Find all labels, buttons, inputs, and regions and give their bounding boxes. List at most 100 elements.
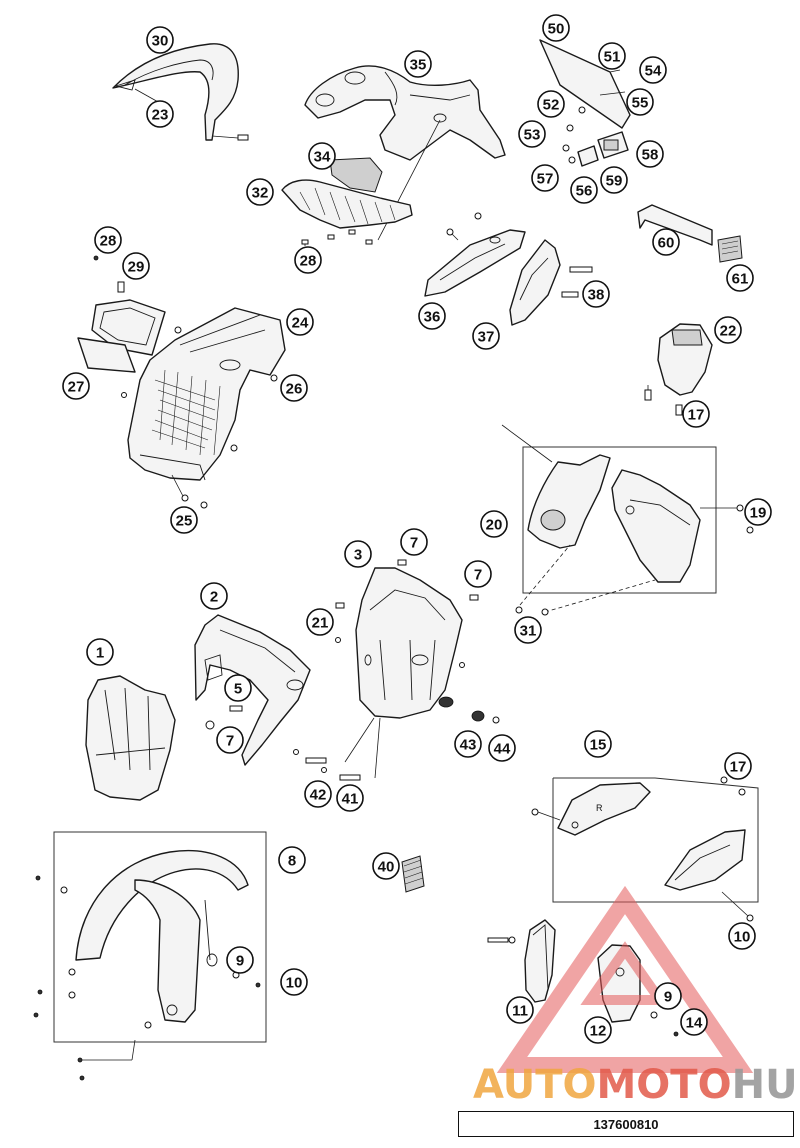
callout-number: 53 xyxy=(524,127,541,144)
callout-10: 10 xyxy=(728,922,756,950)
callout-number: 38 xyxy=(588,287,605,304)
callout-number: 34 xyxy=(314,149,331,166)
callout-number: 28 xyxy=(300,253,317,270)
callout-number: 17 xyxy=(730,759,747,776)
part-15-side-panel: R xyxy=(531,782,651,836)
part-24-housing xyxy=(121,307,286,509)
callout-9: 9 xyxy=(226,946,254,974)
callout-number: 5 xyxy=(234,681,242,698)
callout-number: 43 xyxy=(460,737,477,754)
callout-number: 23 xyxy=(152,107,169,124)
callout-51: 51 xyxy=(598,42,626,70)
callout-number: 54 xyxy=(645,63,662,80)
callout-26: 26 xyxy=(280,374,308,402)
callout-14: 14 xyxy=(680,1008,708,1036)
box-15 xyxy=(552,777,759,903)
callout-number: 40 xyxy=(378,859,395,876)
callout-32: 32 xyxy=(246,178,274,206)
callout-28: 28 xyxy=(94,226,122,254)
callout-25: 25 xyxy=(170,506,198,534)
panel-logo-glyph: R xyxy=(596,803,603,813)
callout-50: 50 xyxy=(542,14,570,42)
callout-17: 17 xyxy=(682,400,710,428)
callout-3: 3 xyxy=(344,540,372,568)
callout-number: 10 xyxy=(286,975,303,992)
box-20 xyxy=(522,446,717,594)
callout-number: 29 xyxy=(128,259,145,276)
part-1-windscreen xyxy=(85,675,176,801)
callout-57: 57 xyxy=(531,164,559,192)
callout-number: 52 xyxy=(543,97,560,114)
callout-number: 17 xyxy=(688,407,705,424)
callout-number: 27 xyxy=(68,379,85,396)
callout-55: 55 xyxy=(626,88,654,116)
part-20-frame-cover-left xyxy=(501,424,611,549)
callout-number: 50 xyxy=(548,21,565,38)
part-15-side-panel-lower xyxy=(664,776,754,922)
callout-number: 7 xyxy=(226,733,234,750)
callout-number: 32 xyxy=(252,185,269,202)
part-3-headlight-bracket xyxy=(293,559,500,781)
callout-7: 7 xyxy=(464,560,492,588)
callout-35: 35 xyxy=(404,50,432,78)
callout-28: 28 xyxy=(294,246,322,274)
leader-31b xyxy=(544,579,656,613)
callout-number: 22 xyxy=(720,323,737,340)
callout-number: 2 xyxy=(210,589,218,606)
callout-1: 1 xyxy=(86,638,114,666)
callout-44: 44 xyxy=(488,734,516,762)
callout-number: 11 xyxy=(512,1003,528,1020)
callout-21: 21 xyxy=(306,608,334,636)
callout-number: 10 xyxy=(734,929,751,946)
callout-number: 42 xyxy=(310,787,327,804)
svg-text:AUTOMOTOHUB: AUTOMOTOHUB xyxy=(473,1062,800,1108)
callout-22: 22 xyxy=(714,316,742,344)
callout-number: 7 xyxy=(410,535,418,552)
callout-number: 57 xyxy=(537,171,554,188)
callout-30: 30 xyxy=(146,26,174,54)
callout-60: 60 xyxy=(652,228,680,256)
callout-number: 36 xyxy=(424,309,441,326)
callout-17: 17 xyxy=(724,752,752,780)
callout-number: 9 xyxy=(236,953,244,970)
box-8 xyxy=(53,831,267,1043)
callout-number: 30 xyxy=(152,33,169,50)
callout-27: 27 xyxy=(62,372,90,400)
callout-10: 10 xyxy=(280,968,308,996)
callout-15: 15 xyxy=(584,730,612,758)
callout-42: 42 xyxy=(304,780,332,808)
callout-52: 52 xyxy=(537,90,565,118)
automotohub-watermark-logo: AUTOMOTOHUB xyxy=(473,885,800,1108)
callout-59: 59 xyxy=(600,166,628,194)
callout-number: 12 xyxy=(590,1023,607,1040)
part-2-headlight-mask xyxy=(194,614,311,766)
part-11-cover xyxy=(487,919,556,1003)
callout-20: 20 xyxy=(480,510,508,538)
callout-19: 19 xyxy=(744,498,772,526)
callout-24: 24 xyxy=(286,308,314,336)
callout-number: 28 xyxy=(100,233,117,250)
callout-number: 15 xyxy=(590,737,607,754)
callout-56: 56 xyxy=(570,176,598,204)
callout-number: 56 xyxy=(576,183,593,200)
callout-23: 23 xyxy=(146,100,174,128)
callout-number: 35 xyxy=(410,57,427,74)
callout-37: 37 xyxy=(472,322,500,350)
part-36-side-cover xyxy=(424,212,526,297)
callout-40: 40 xyxy=(372,852,400,880)
callout-number: 1 xyxy=(96,645,104,662)
callout-12: 12 xyxy=(584,1016,612,1044)
callout-number: 3 xyxy=(354,547,362,564)
callout-2: 2 xyxy=(200,582,228,610)
callout-7: 7 xyxy=(400,528,428,556)
part-20-frame-cover-right xyxy=(611,469,754,583)
callout-9: 9 xyxy=(654,982,682,1010)
callout-31: 31 xyxy=(514,616,542,644)
callout-number: 61 xyxy=(732,271,749,288)
callout-54: 54 xyxy=(639,56,667,84)
callout-number: 51 xyxy=(604,49,621,66)
callout-number: 8 xyxy=(288,853,296,870)
part-50-license-holder xyxy=(539,39,631,167)
part-40-grille xyxy=(401,855,425,893)
